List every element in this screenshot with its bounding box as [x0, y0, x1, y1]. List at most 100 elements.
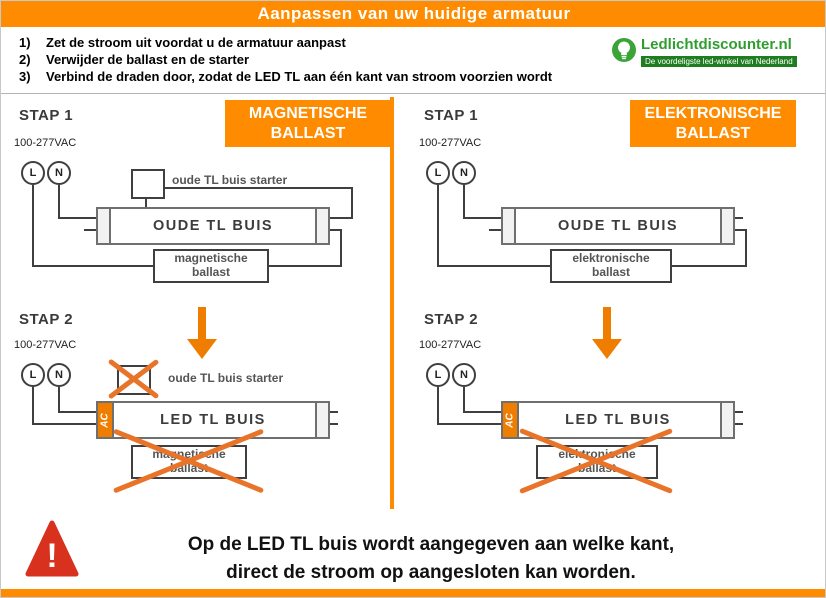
right-badge: ELEKTRONISCHE BALLAST — [630, 100, 796, 147]
wire — [32, 185, 34, 265]
wire — [437, 265, 550, 267]
wire — [58, 217, 84, 219]
starter-box — [131, 169, 165, 199]
tube-pin — [326, 423, 338, 425]
starter-label: oude TL buis starter — [169, 173, 291, 187]
wire — [340, 229, 342, 267]
right-stap1-label: STAP 1 — [424, 107, 479, 124]
terminal-n: N — [47, 161, 71, 185]
logo: Ledlichtdiscounter.nl De voordeligste le… — [611, 36, 797, 68]
down-arrow-icon — [187, 307, 217, 361]
instruction-number: 2) — [19, 52, 31, 67]
ballast-label: magnetische ballast — [152, 447, 226, 475]
old-tube: OUDE TL BUIS — [96, 207, 330, 245]
wire — [58, 411, 84, 413]
tube-pin — [84, 229, 96, 231]
instruction-text: Verwijder de ballast en de starter — [46, 52, 250, 67]
tube-label: OUDE TL BUIS — [557, 218, 679, 234]
wire — [269, 265, 342, 267]
old-tube: OUDE TL BUIS — [501, 207, 735, 245]
ballast-label: elektronische ballast — [558, 447, 636, 475]
instruction-3: 3) Verbind de draden door, zodat de LED T… — [19, 69, 552, 84]
tube-pin — [489, 411, 501, 413]
voltage-label: 100-277VAC — [419, 137, 482, 149]
page-title: Aanpassen van uw huidige armatuur — [257, 4, 571, 23]
left-badge: MAGNETISCHE BALLAST — [225, 100, 391, 147]
wire — [32, 423, 84, 425]
tube-pin — [84, 411, 96, 413]
terminal-n: N — [452, 363, 476, 387]
wire — [437, 185, 439, 265]
wire — [463, 411, 489, 413]
wire — [145, 197, 147, 207]
svg-text:!: ! — [46, 537, 57, 575]
starter-label: oude TL buis starter — [165, 371, 287, 385]
tube-pin — [326, 411, 338, 413]
footer-bar — [1, 589, 825, 597]
terminal-n: N — [47, 363, 71, 387]
tube-pin — [731, 423, 743, 425]
wire — [32, 265, 153, 267]
tube-endcap — [315, 209, 328, 243]
instruction-text: Zet de stroom uit voordat u de armatuur … — [46, 35, 346, 50]
left-stap1-label: STAP 1 — [19, 107, 74, 124]
wire — [163, 187, 353, 189]
instruction-text: Verbind de draden door, zodat de LED TL … — [46, 69, 553, 84]
voltage-label: 100-277VAC — [14, 339, 77, 351]
tube-endcap — [720, 209, 733, 243]
led-tube: AC LED TL BUIS — [501, 401, 735, 439]
led-tube: AC LED TL BUIS — [96, 401, 330, 439]
logo-tagline: De voordeligste led-winkel van Nederland — [641, 55, 797, 67]
footer-note: Op de LED TL buis wordt aangegeven aan w… — [91, 531, 771, 586]
tube-endcap — [503, 209, 516, 243]
tube-pin — [731, 229, 747, 231]
header-divider — [1, 93, 825, 94]
tube-endcap — [98, 209, 111, 243]
tube-pin — [489, 423, 501, 425]
voltage-label: 100-277VAC — [14, 137, 77, 149]
instruction-2: 2) Verwijder de ballast en de starter — [19, 52, 249, 67]
instruction-number: 1) — [19, 35, 31, 50]
instruction-number: 3) — [19, 69, 31, 84]
wire — [32, 387, 34, 423]
tube-pin — [326, 217, 353, 219]
header-bar: Aanpassen van uw huidige armatuur — [1, 1, 825, 27]
ac-marker: AC — [98, 403, 114, 437]
right-stap2-label: STAP 2 — [424, 311, 479, 328]
tube-pin — [731, 411, 743, 413]
terminal-l: L — [426, 161, 450, 185]
tube-pin — [84, 423, 96, 425]
lightbulb-icon — [611, 37, 637, 68]
down-arrow-icon — [592, 307, 622, 361]
ballast-label: elektronische ballast — [572, 251, 650, 279]
tube-pin — [326, 229, 342, 231]
logo-text: Ledlichtdiscounter.nl De voordeligste le… — [641, 36, 797, 67]
tube-endcap — [315, 403, 328, 437]
wire — [745, 229, 747, 267]
starter-box — [117, 365, 151, 395]
voltage-label: 100-277VAC — [419, 339, 482, 351]
ballast-box: magnetische ballast — [153, 249, 269, 283]
wire — [463, 217, 489, 219]
terminal-l: L — [426, 363, 450, 387]
wire — [463, 387, 465, 411]
ballast-box: elektronische ballast — [550, 249, 672, 283]
ballast-label: magnetische ballast — [174, 251, 248, 279]
column-divider — [390, 97, 394, 509]
tube-pin — [84, 217, 96, 219]
ac-marker: AC — [503, 403, 519, 437]
wire — [58, 185, 60, 217]
ballast-box: elektronische ballast — [536, 445, 658, 479]
tube-pin — [489, 217, 501, 219]
warning-icon: ! — [25, 519, 79, 584]
terminal-l: L — [21, 161, 45, 185]
tube-label: LED TL BUIS — [160, 412, 266, 428]
wire — [463, 185, 465, 217]
left-stap2-label: STAP 2 — [19, 311, 74, 328]
tube-endcap — [720, 403, 733, 437]
wire — [351, 187, 353, 217]
wire — [58, 387, 60, 411]
ballast-box: magnetische ballast — [131, 445, 247, 479]
terminal-l: L — [21, 363, 45, 387]
